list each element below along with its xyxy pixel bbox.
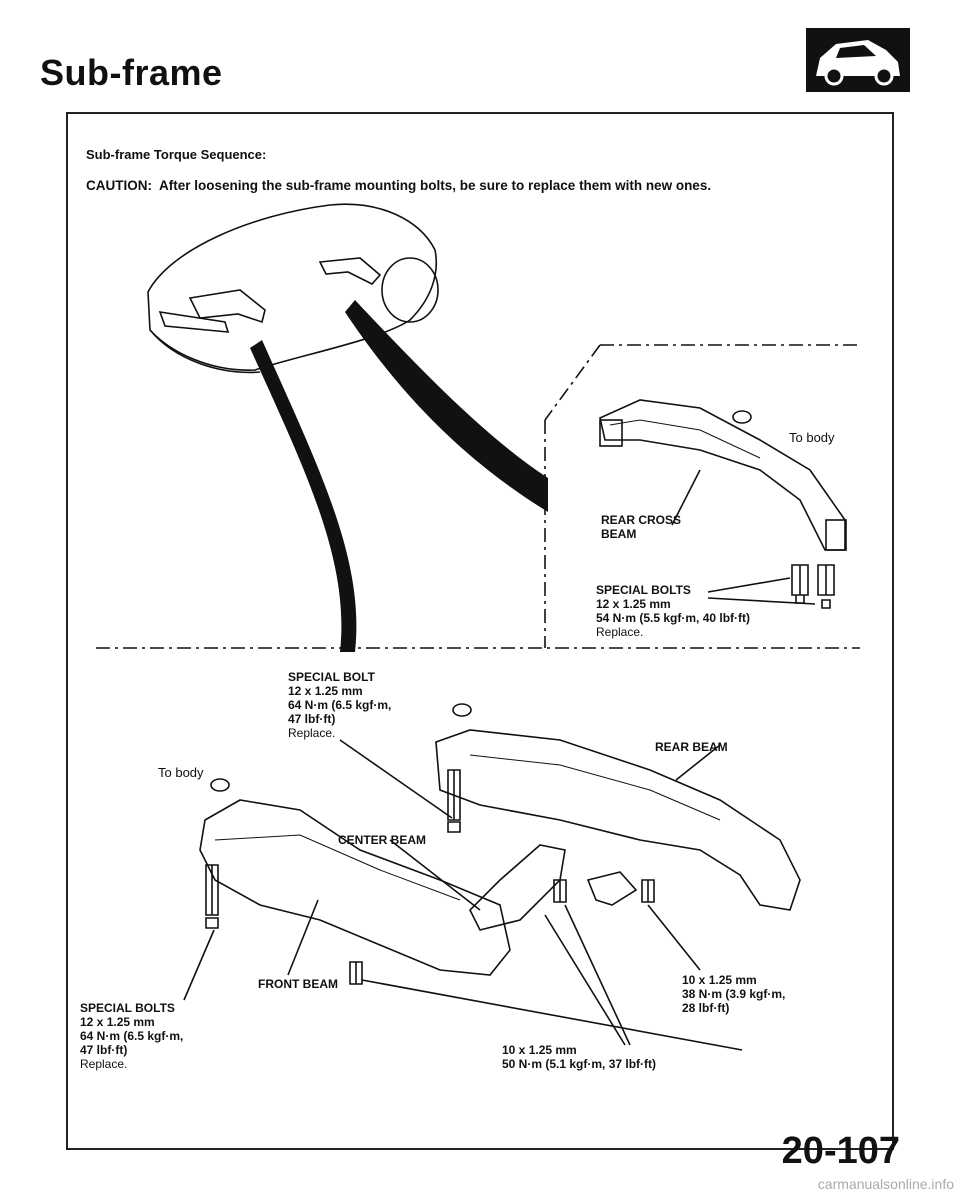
diagram-panel xyxy=(66,112,894,1150)
center-beam-label: CENTER BEAM xyxy=(338,833,427,847)
rear-beam-label: REAR BEAM xyxy=(655,740,728,754)
inset-to-body-label: To body xyxy=(789,430,835,445)
watermark: carmanualsonline.info xyxy=(817,1176,954,1192)
car-icon xyxy=(806,28,910,92)
main-to-body-label: To body xyxy=(158,765,204,780)
rear-cross-beam-label: REAR CROSS BEAM xyxy=(601,513,682,541)
page-title: Sub-frame xyxy=(40,52,223,93)
caution-note: CAUTION: After loosening the sub-frame m… xyxy=(86,178,712,193)
section-heading: Sub-frame Torque Sequence: xyxy=(86,147,267,162)
bolt-38-label: 10 x 1.25 mm 38 N·m (3.9 kgf·m, 28 lbf·f… xyxy=(682,973,786,1015)
special-bolt-top-label: SPECIAL BOLT 12 x 1.25 mm 64 N·m (6.5 kg… xyxy=(288,670,392,740)
inset-special-bolts-label: SPECIAL BOLTS 12 x 1.25 mm 54 N·m (5.5 k… xyxy=(596,583,751,639)
page-number: 20-107 xyxy=(781,1130,900,1172)
special-bolts-left-label: SPECIAL BOLTS 12 x 1.25 mm 64 N·m (6.5 k… xyxy=(80,1001,184,1071)
front-beam-label: FRONT BEAM xyxy=(258,977,338,991)
bolt-50-label: 10 x 1.25 mm 50 N·m (5.1 kgf·m, 37 lbf·f… xyxy=(502,1043,657,1071)
